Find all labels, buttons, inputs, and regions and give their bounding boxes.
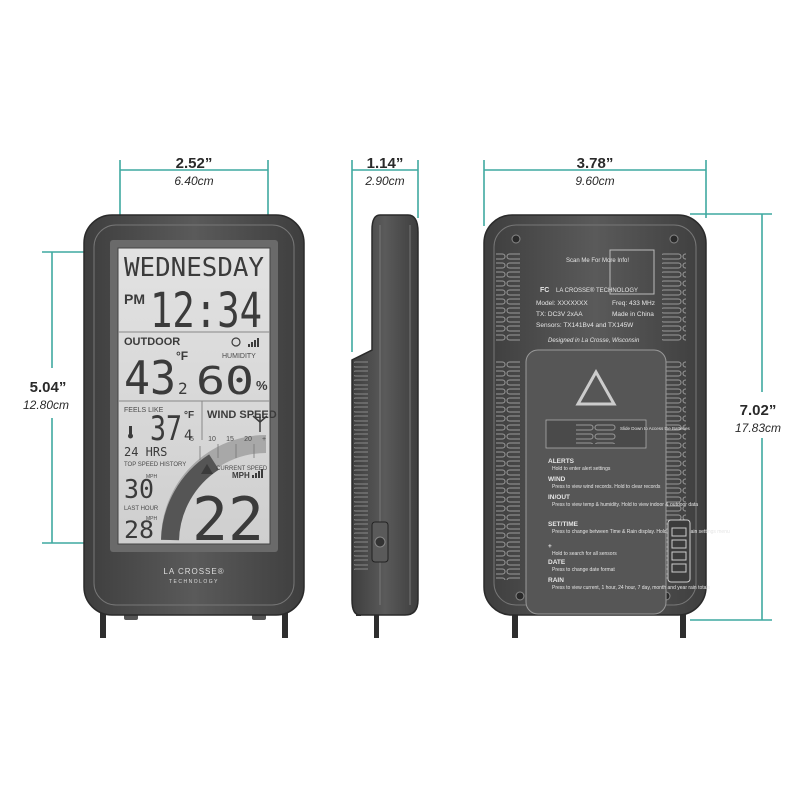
lcd-scale-tick-3: 15 bbox=[226, 436, 234, 443]
front-view: WEDNESDAY PM 12:34 OUTDOOR 43 2 °F HUMID… bbox=[83, 214, 305, 638]
lcd-speed-signal-icon bbox=[252, 469, 263, 478]
lcd-wind-turbine-icon bbox=[252, 414, 268, 432]
lcd-scale-tick-1: 5 bbox=[190, 436, 194, 443]
back-leg-left bbox=[512, 608, 518, 638]
fcc-logo: FC bbox=[540, 287, 549, 294]
lcd-scale-tick-5: + bbox=[262, 436, 266, 443]
btn-name-alerts: ALERTS bbox=[548, 458, 575, 465]
lcd-sync-icon bbox=[231, 337, 241, 347]
side-depth-imperial: 1.14” bbox=[367, 155, 404, 172]
side-body bbox=[351, 214, 419, 616]
back-width-metric: 9.60cm bbox=[575, 174, 614, 188]
back-vents-top-right bbox=[662, 252, 686, 342]
lcd-top-speed-mph: MPH bbox=[146, 474, 158, 480]
btn-name-date: DATE bbox=[548, 559, 566, 566]
lcd-wind-label: WIND SPEED bbox=[207, 409, 277, 421]
lcd-ampm: PM bbox=[124, 291, 145, 307]
slide-arrow-icon bbox=[575, 368, 617, 406]
back-button-4[interactable] bbox=[671, 563, 687, 573]
freq-text: Freq: 433 MHz bbox=[612, 300, 655, 307]
screw-top-right bbox=[669, 234, 679, 244]
back-view: Scan Me For More Info! FC LA CROSSE® TEC… bbox=[483, 214, 730, 638]
lcd-mph-label: MPH bbox=[232, 471, 250, 480]
lcd-signal-icon bbox=[248, 338, 259, 347]
btn-desc-wind: Press to view wind records. Hold to clea… bbox=[552, 484, 661, 490]
btn-desc-settime: Press to change between Time & Rain disp… bbox=[552, 529, 730, 535]
dimension-lines bbox=[42, 160, 772, 621]
button-instructions: ALERTS Hold to enter alert settings WIND… bbox=[548, 458, 730, 591]
back-button-cluster[interactable] bbox=[667, 519, 691, 583]
lcd-time: 12:34 bbox=[150, 283, 262, 339]
designed-text: Designed in La Crosse, Wisconsin bbox=[548, 338, 640, 344]
back-vents-left bbox=[496, 360, 520, 580]
lcd-scale-tick-2: 10 bbox=[208, 436, 216, 443]
qr-code-area bbox=[609, 249, 655, 295]
btn-desc-alerts: Hold to enter alert settings bbox=[552, 466, 611, 472]
btn-name-inout: IN/OUT bbox=[548, 494, 570, 501]
slide-down-text: Slide Down to Access the Batteries bbox=[620, 426, 691, 431]
btn-desc-inout: Press to view temp & humidity. Hold to v… bbox=[552, 502, 698, 508]
total-height-metric: 17.83cm bbox=[735, 421, 781, 435]
screw-bottom-left bbox=[515, 591, 525, 601]
front-leg-right bbox=[282, 608, 288, 638]
lcd-current-speed-label: CURRENT SPEED bbox=[216, 466, 268, 472]
lcd-outdoor-temp: 43 bbox=[124, 351, 176, 405]
lcd-outdoor-label: OUTDOOR bbox=[124, 336, 180, 348]
back-button-1[interactable] bbox=[671, 527, 687, 537]
back-button-3[interactable] bbox=[671, 551, 687, 561]
total-height-imperial: 7.02” bbox=[740, 402, 777, 419]
lcd-hours-label: 24 HRS bbox=[124, 445, 167, 459]
side-depth-metric: 2.90cm bbox=[364, 174, 404, 188]
btn-desc-plus: Hold to search for all sensors bbox=[552, 551, 617, 557]
lcd-humidity-label: HUMIDITY bbox=[222, 353, 256, 360]
tx-text: TX: DC3V 2xAA bbox=[536, 311, 583, 318]
lcd-last-hour-value: 28 bbox=[124, 516, 154, 544]
made-in-text: Made in China bbox=[612, 311, 654, 318]
lcd-scale-tick-4: 20 bbox=[244, 436, 252, 443]
lcd-feels-like-decimal: 4 bbox=[184, 428, 192, 444]
back-vents-top-left bbox=[496, 252, 520, 342]
btn-name-rain: RAIN bbox=[548, 577, 564, 584]
screen-height-imperial: 5.04” bbox=[30, 379, 67, 396]
lcd-day: WEDNESDAY bbox=[124, 253, 264, 283]
side-view bbox=[351, 214, 419, 638]
front-width-metric: 6.40cm bbox=[174, 174, 213, 188]
lcd-screen bbox=[117, 247, 271, 545]
front-width-imperial: 2.52” bbox=[176, 155, 213, 172]
back-brand: LA CROSSE® TECHNOLOGY bbox=[556, 287, 638, 294]
lcd-top-speed-label: TOP SPEED HISTORY bbox=[124, 462, 186, 468]
lcd-feels-like-label: FEELS LIKE bbox=[124, 407, 164, 414]
side-vents bbox=[354, 360, 368, 570]
btn-name-wind: WIND bbox=[548, 476, 566, 483]
brand-logo-line1: LA CROSSE® bbox=[163, 567, 224, 576]
lcd-humidity-value: 60 bbox=[196, 359, 254, 403]
model-text: Model: XXXXXXX bbox=[536, 300, 588, 307]
back-button-2[interactable] bbox=[671, 539, 687, 549]
screen-height-metric: 12.80cm bbox=[23, 398, 69, 412]
lcd-top-speed-value: 30 bbox=[124, 475, 154, 505]
btn-name-plus: + bbox=[548, 543, 552, 550]
lcd-alert-icon bbox=[201, 464, 213, 474]
btn-name-settime: SET/TIME bbox=[548, 521, 579, 528]
lcd-thermometer-icon bbox=[128, 426, 133, 439]
lcd-last-hour-label: LAST HOUR bbox=[124, 506, 159, 512]
battery-door[interactable] bbox=[525, 349, 667, 615]
scan-me-text: Scan Me For More Info! bbox=[566, 258, 629, 264]
brand-logo-line2: TECHNOLOGY bbox=[169, 579, 219, 585]
front-leg-left bbox=[100, 608, 106, 638]
lcd-temp-unit: °F bbox=[176, 349, 188, 363]
sensors-text: Sensors: TX141Bv4 and TX145W bbox=[536, 322, 634, 329]
lcd-feels-like-value: 37 bbox=[150, 409, 182, 449]
back-width-imperial: 3.78” bbox=[577, 155, 614, 172]
front-bezel-line bbox=[93, 224, 295, 606]
lcd-humidity-unit: % bbox=[256, 378, 268, 393]
btn-desc-date: Press to change date format bbox=[552, 567, 615, 573]
lcd-last-hour-mph: MPH bbox=[146, 516, 158, 522]
btn-desc-rain: Press to view current, 1 hour, 24 hour, … bbox=[552, 585, 711, 591]
lcd-outdoor-temp-decimal: 2 bbox=[178, 379, 188, 398]
lcd-feels-unit: °F bbox=[184, 410, 194, 421]
screw-top-left bbox=[511, 234, 521, 244]
lcd-current-speed-value: 22 bbox=[192, 485, 264, 555]
